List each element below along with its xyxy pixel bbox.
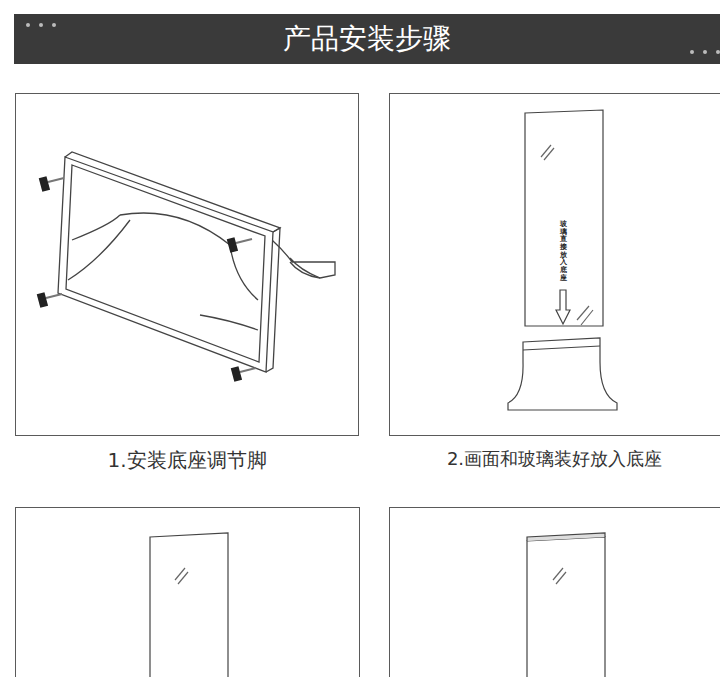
step-panel: [16, 508, 360, 677]
step-caption: 2.画面和玻璃装好放入底座: [390, 447, 719, 471]
glass-note: 玻璃直接放入底座: [560, 221, 567, 283]
header-bar: [14, 14, 720, 64]
step-caption: 1.安装底座调节脚: [16, 447, 358, 474]
glass-illustration: [508, 110, 617, 410]
adjust-foot: [37, 176, 256, 382]
step-panel: [390, 508, 720, 677]
glass-illustration: [150, 533, 605, 677]
step-panel: 2.画面和玻璃装好放入底座: [389, 93, 720, 436]
base-illustration: [58, 152, 335, 372]
step-panel: 1.安装底座调节脚: [15, 93, 359, 436]
page-title: 产品安装步骤: [14, 14, 720, 64]
